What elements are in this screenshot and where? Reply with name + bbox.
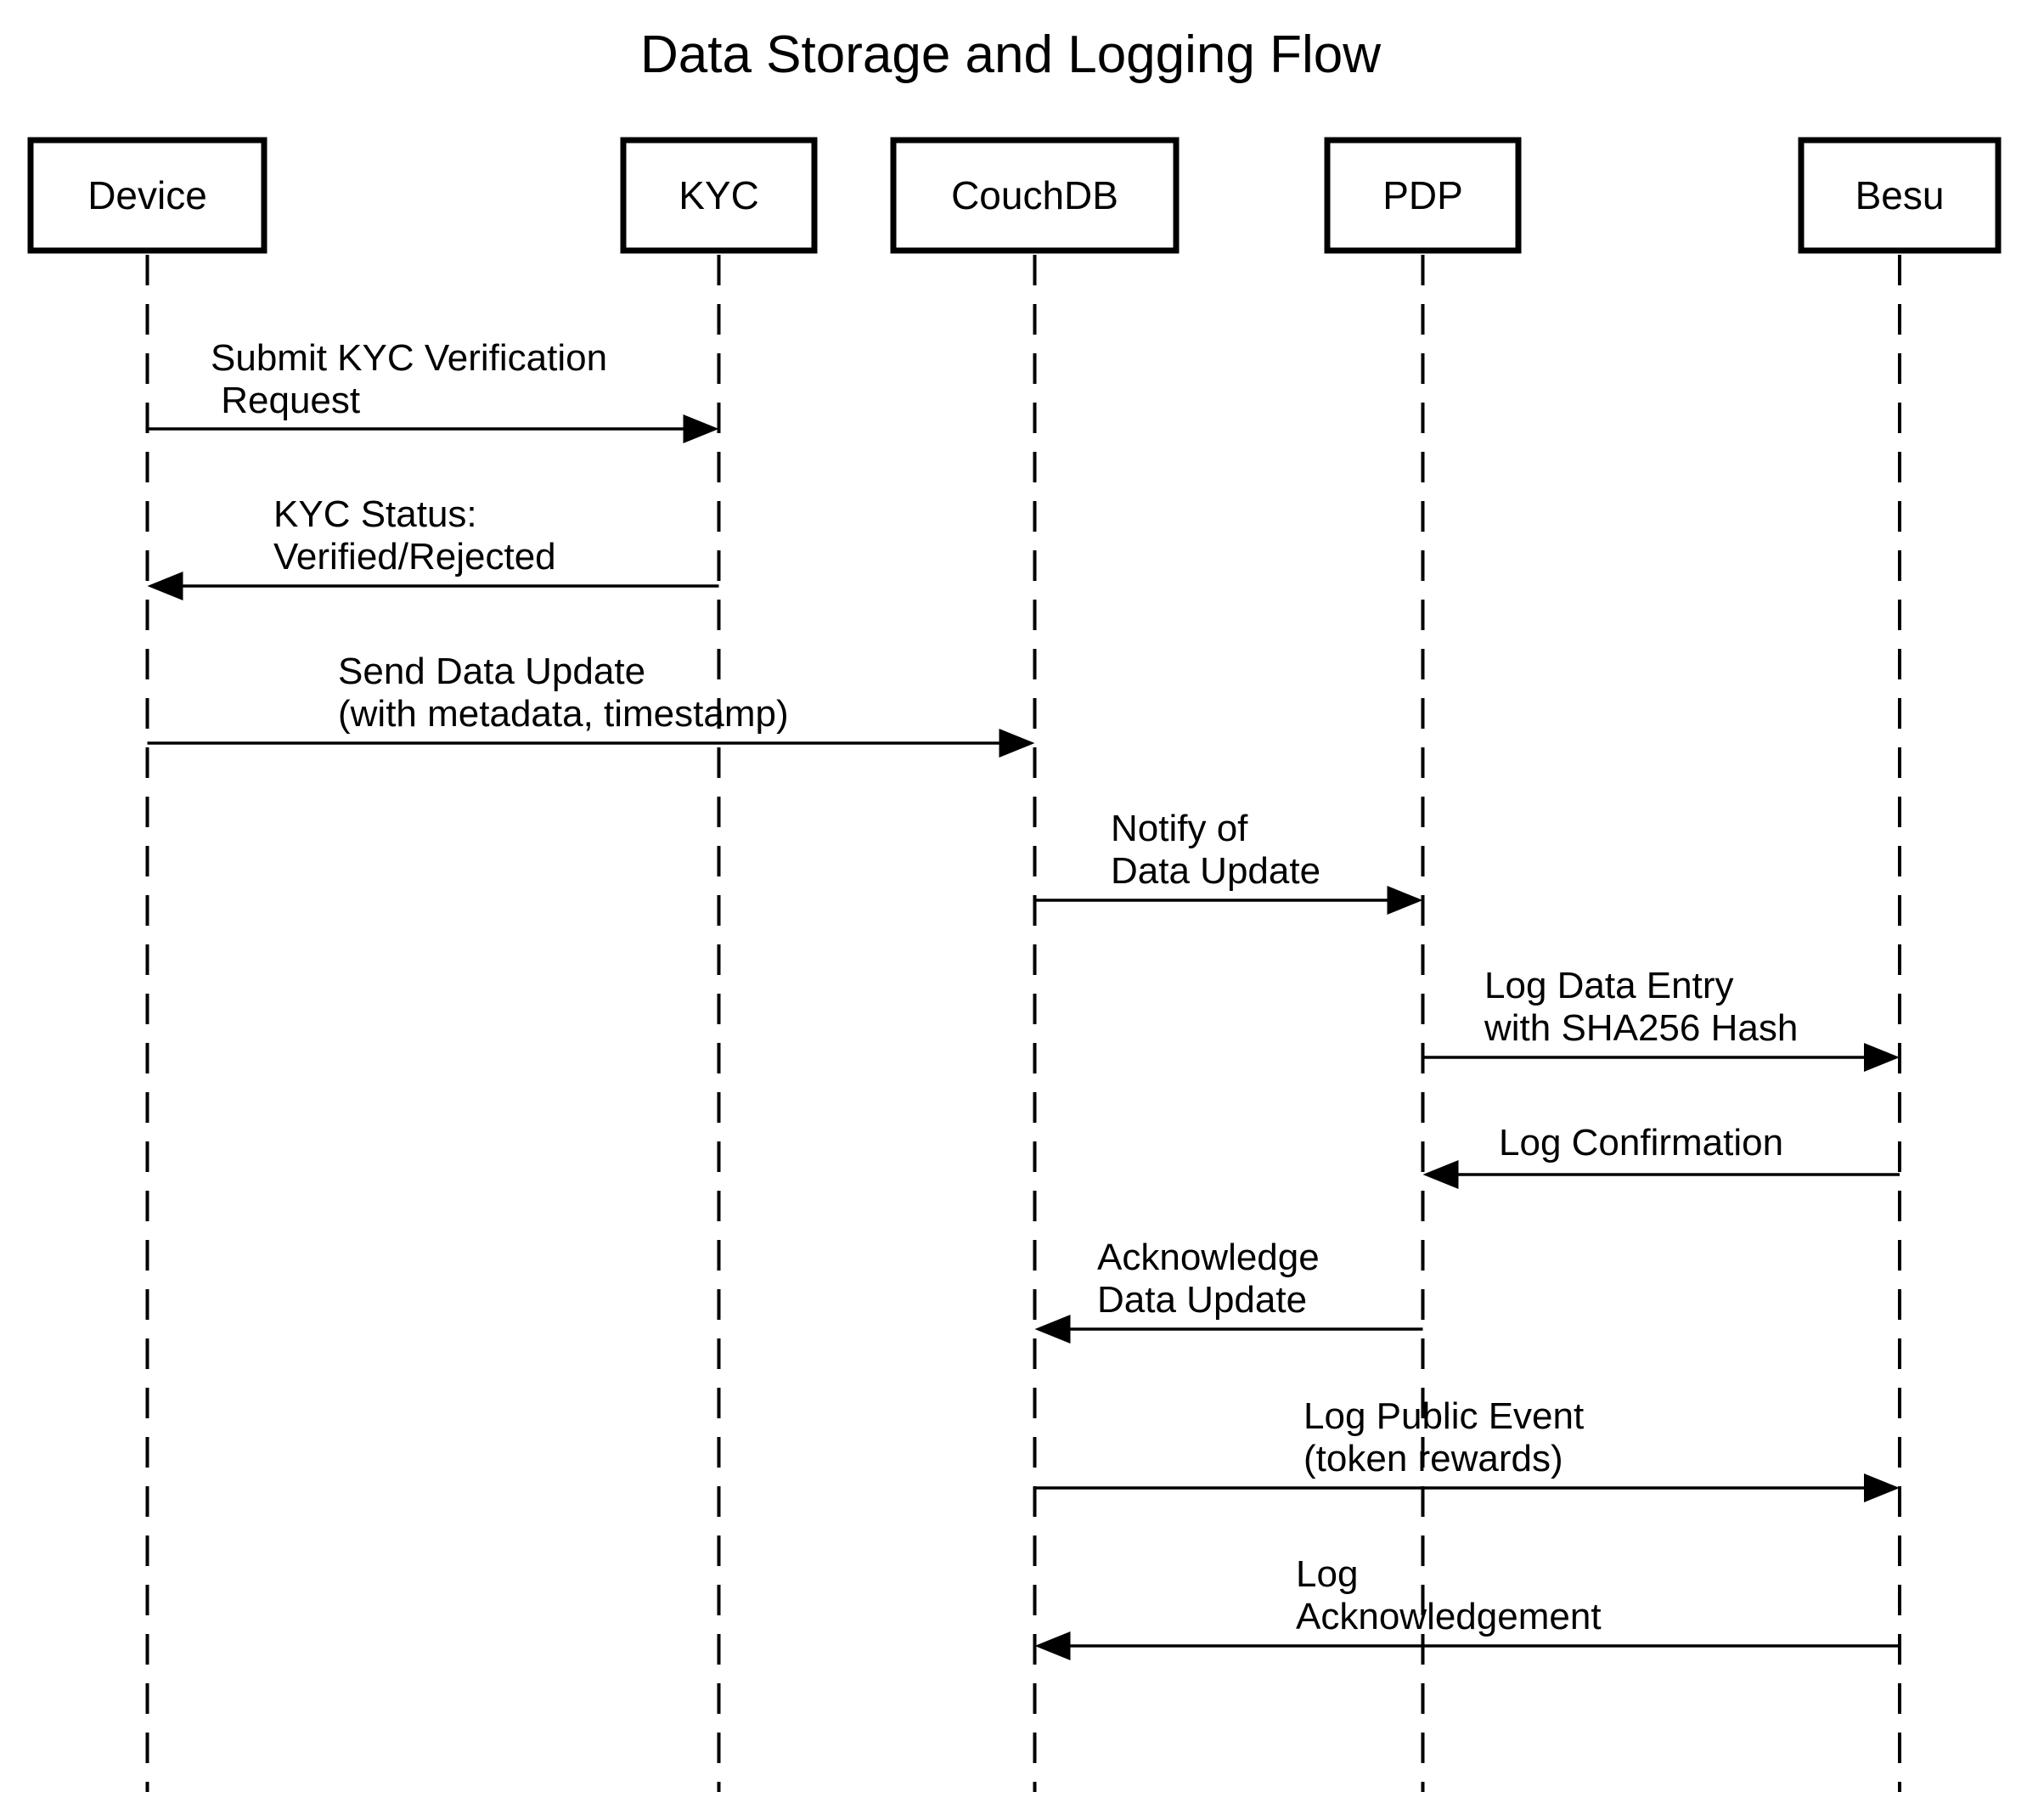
diagram-title: Data Storage and Logging Flow [640, 25, 1381, 84]
participants: Device KYC CouchDB PDP Besu [27, 137, 2002, 254]
arrowhead-icon [1422, 1160, 1459, 1189]
participant-label: PDP [1382, 173, 1463, 217]
message-label: Send Data Update [338, 651, 645, 692]
message-label: Verified/Rejected [273, 536, 556, 578]
participant-box [1798, 137, 2002, 254]
arrowhead-icon [1864, 1473, 1900, 1502]
message-label: Log Data Entry [1484, 965, 1734, 1006]
participant-label: Device [87, 173, 207, 217]
participant-label: CouchDB [951, 173, 1118, 217]
message-6: Log Confirmation [1422, 1122, 1900, 1189]
message-label: Submit KYC Verification [211, 337, 607, 379]
participant-box [890, 137, 1180, 254]
arrowhead-icon [1387, 886, 1423, 915]
participant-device: Device [27, 137, 267, 254]
message-3: Send Data Update(with metadata, timestam… [147, 651, 1035, 758]
arrowhead-icon [1034, 1631, 1071, 1660]
arrowhead-icon [147, 572, 183, 600]
message-label: Log Confirmation [1499, 1122, 1783, 1164]
message-label: Request [211, 380, 360, 421]
lifelines [145, 255, 1901, 1792]
arrowhead-icon [1034, 1315, 1071, 1344]
message-label: Notify of [1111, 808, 1248, 849]
participant-box [620, 137, 818, 254]
participant-box [1324, 137, 1522, 254]
participant-label: Besu [1855, 173, 1945, 217]
participant-kyc: KYC [620, 137, 818, 254]
arrowhead-icon [999, 729, 1035, 758]
participant-besu: Besu [1798, 137, 2002, 254]
participant-label: KYC [678, 173, 759, 217]
message-label: Log [1296, 1553, 1358, 1595]
message-label: with SHA256 Hash [1484, 1007, 1798, 1049]
message-8: Log Public Event(token rewards) [1034, 1395, 1900, 1502]
message-2: KYC Status:Verified/Rejected [147, 493, 719, 600]
participant-pdp: PDP [1324, 137, 1522, 254]
message-label: (with metadata, timestamp) [338, 693, 789, 735]
message-label: Acknowledgement [1296, 1596, 1602, 1637]
message-label: KYC Status: [273, 493, 477, 535]
participant-box [27, 137, 267, 254]
arrowhead-icon [683, 414, 719, 443]
message-label: (token rewards) [1303, 1438, 1563, 1479]
participant-couchdb: CouchDB [890, 137, 1180, 254]
message-label: Data Update [1111, 850, 1320, 892]
message-label: Data Update [1097, 1279, 1307, 1321]
message-label: Log Public Event [1303, 1395, 1584, 1437]
message-1: Submit KYC Verification Request [147, 337, 719, 443]
arrowhead-icon [1864, 1043, 1900, 1072]
message-label: Acknowledge [1097, 1237, 1320, 1278]
